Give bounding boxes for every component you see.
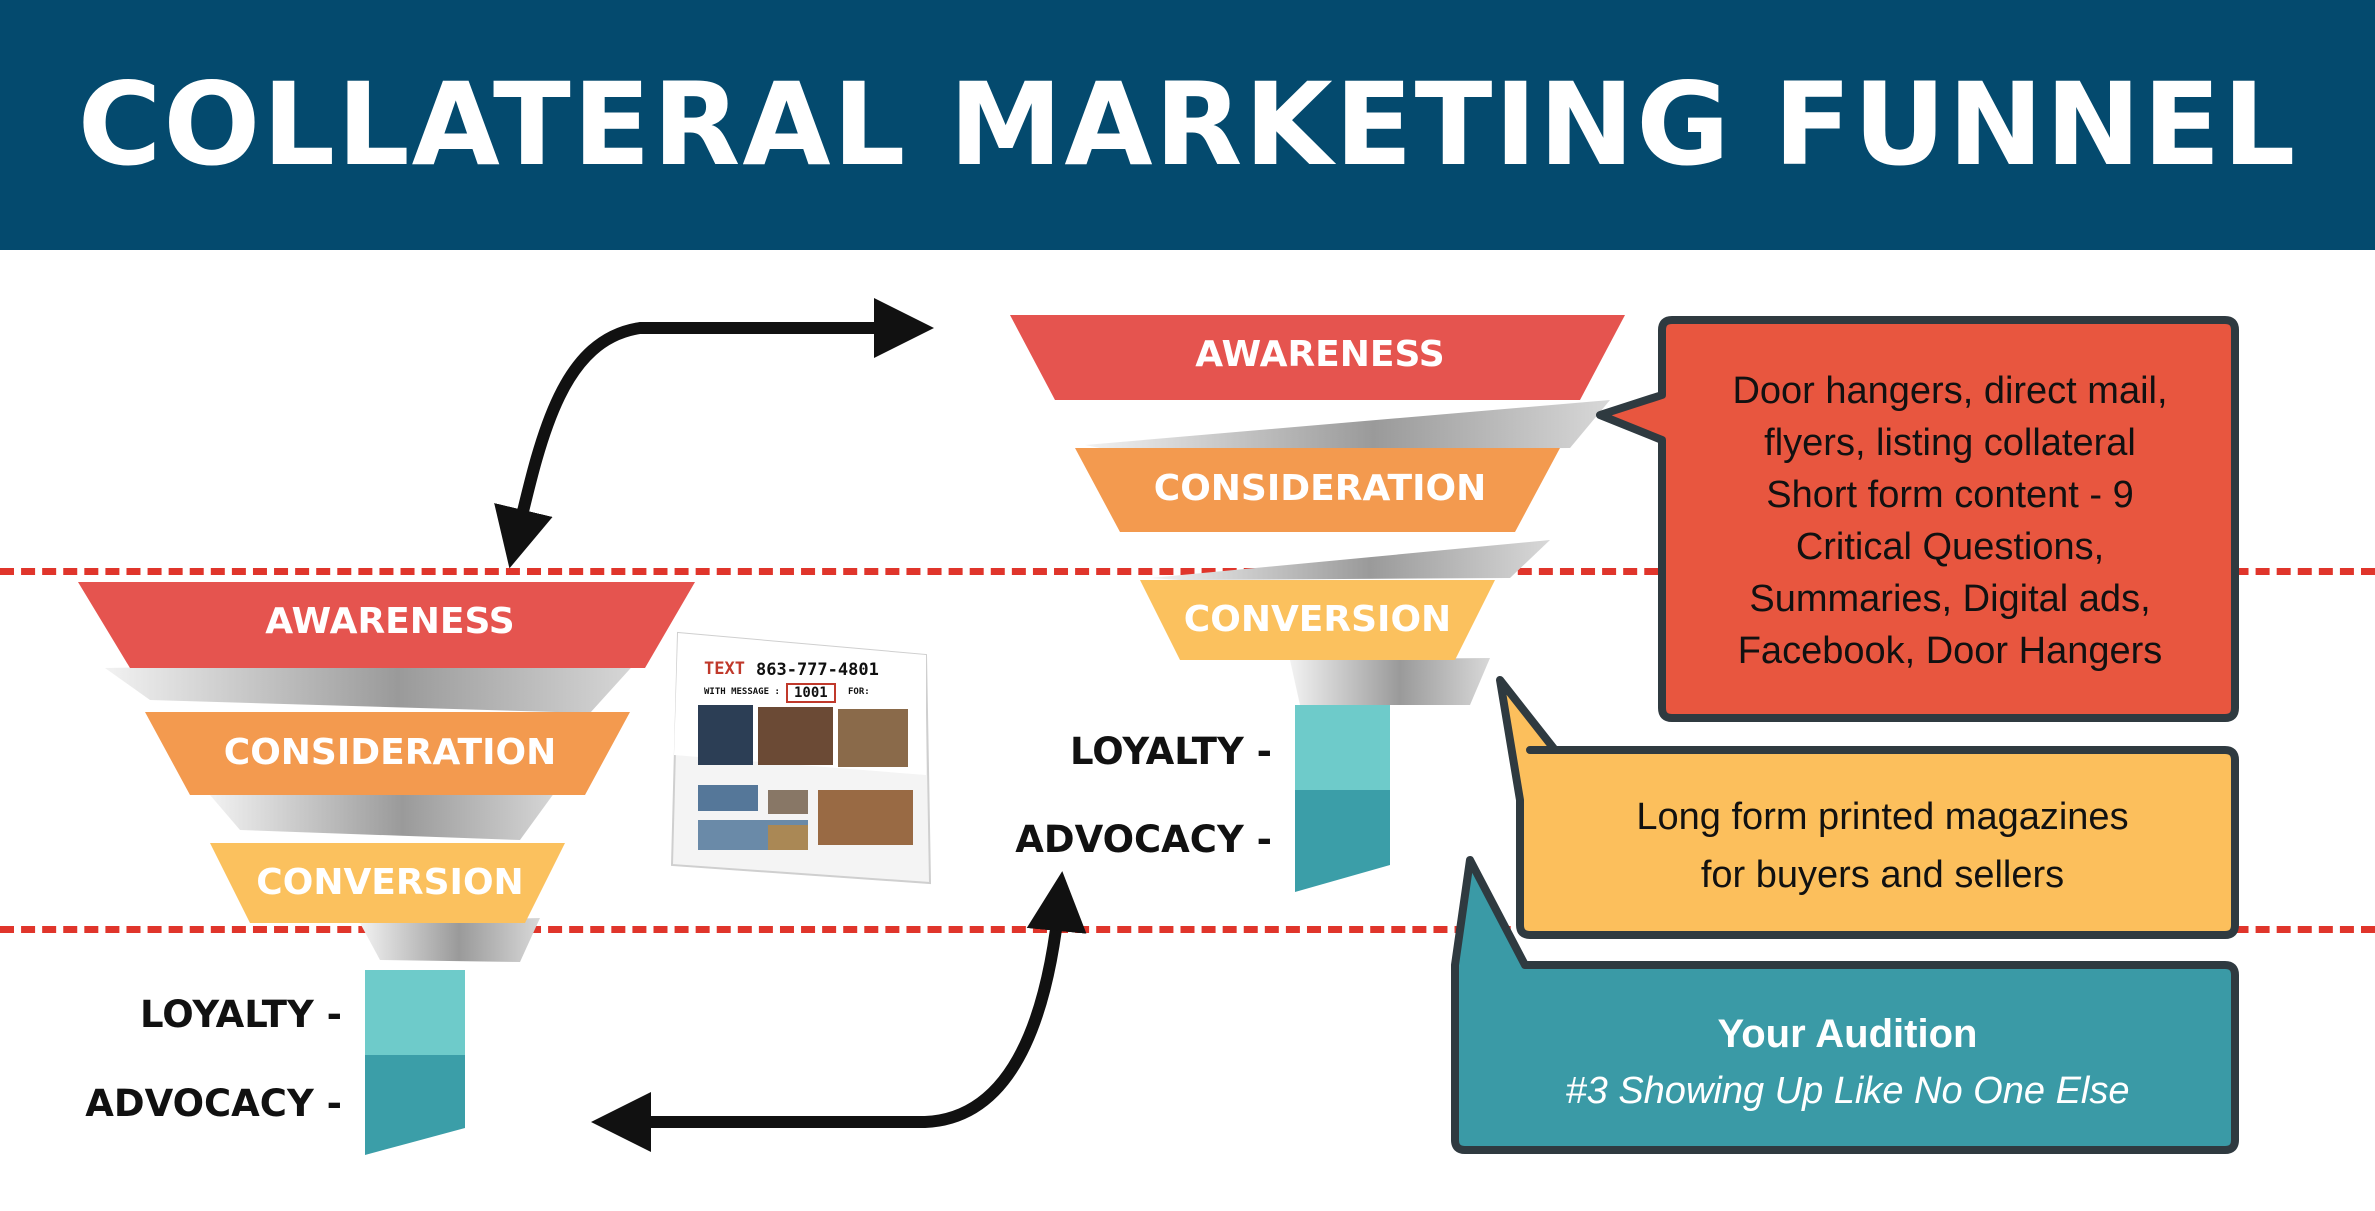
left-funnel-advocacy-block	[365, 1055, 465, 1155]
arrow-top-loop	[494, 298, 934, 569]
callout-consideration-line-1: Long form printed magazines	[1636, 796, 2129, 838]
mailer-phone-number: 863-777-4801	[756, 660, 879, 680]
right-funnel-advocacy-label: ADVOCACY -	[1015, 818, 1272, 861]
mailer-with-message: WITH MESSAGE :	[704, 687, 780, 697]
mailer-text-word: TEXT	[704, 659, 745, 679]
callout-awareness-line-1: Door hangers, direct mail,	[1732, 370, 2168, 412]
mailer-code: 1001	[786, 683, 836, 703]
right-funnel-awareness-band	[1010, 315, 1625, 400]
callout-consideration-line-2: for buyers and sellers	[1700, 854, 2065, 896]
callout-conversion-text: Your Audition #3 Showing Up Like No One …	[1465, 1005, 2230, 1119]
callout-conversion-subtitle: #3 Showing Up Like No One Else	[1565, 1070, 2130, 1112]
left-funnel-consideration-band	[145, 712, 630, 795]
left-funnel-consideration-label: CONSIDERATION	[223, 732, 557, 773]
mailer-postcard-art	[670, 631, 932, 885]
left-funnel-awareness-label: AWARENESS	[265, 601, 515, 642]
callout-awareness-line-4: Critical Questions,	[1795, 526, 2105, 568]
dashed-line-lower	[0, 926, 2375, 933]
mailer-postcard-image: TEXT 863-777-4801 WITH MESSAGE : 1001 FO…	[668, 625, 938, 893]
left-funnel-loyalty-label: LOYALTY -	[139, 993, 342, 1036]
arrow-bottom-loop	[591, 871, 1087, 1152]
mailer-for-label: FOR:	[848, 687, 870, 697]
right-funnel	[1010, 315, 1625, 892]
left-funnel-swoosh-3	[360, 918, 540, 962]
callout-conversion-bubble	[1451, 856, 2239, 1154]
callout-awareness-bubble	[1596, 316, 2239, 722]
right-funnel-consideration-label: CONSIDERATION	[1153, 468, 1487, 509]
callout-awareness-line-2: flyers, listing collateral	[1764, 422, 2136, 464]
left-funnel-swoosh-1	[105, 660, 638, 713]
dashed-line-upper	[0, 568, 2375, 575]
callout-consideration-bubble	[1496, 676, 2239, 939]
left-funnel-conversion-label: CONVERSION	[256, 862, 524, 903]
callout-awareness-text: Door hangers, direct mail, flyers, listi…	[1670, 365, 2230, 677]
left-funnel	[78, 582, 695, 1155]
right-funnel-loyalty-block	[1295, 705, 1390, 790]
right-funnel-swoosh-3	[1290, 658, 1490, 705]
right-funnel-swoosh-1	[1085, 400, 1610, 452]
right-funnel-conversion-label: CONVERSION	[1183, 599, 1452, 640]
header-banner: COLLATERAL MARKETING FUNNEL	[0, 0, 2375, 250]
callout-awareness-line-6: Facebook, Door Hangers	[1737, 630, 2163, 672]
left-funnel-loyalty-block	[365, 970, 465, 1055]
callout-conversion-title: Your Audition	[1717, 1012, 1978, 1056]
right-funnel-consideration-band	[1075, 448, 1560, 532]
callout-consideration-text: Long form printed magazines for buyers a…	[1535, 788, 2230, 904]
left-funnel-advocacy-label: ADVOCACY -	[85, 1082, 342, 1125]
right-funnel-conversion-band	[1140, 580, 1495, 660]
page-title: COLLATERAL MARKETING FUNNEL	[77, 58, 2298, 191]
right-funnel-advocacy-block	[1295, 790, 1390, 892]
right-funnel-loyalty-label: LOYALTY -	[1069, 730, 1272, 773]
callout-awareness-line-5: Summaries, Digital ads,	[1749, 578, 2151, 620]
right-funnel-awareness-label: AWARENESS	[1195, 334, 1445, 375]
left-funnel-awareness-band	[78, 582, 695, 668]
left-funnel-swoosh-2	[210, 785, 560, 840]
callout-awareness-line-3: Short form content - 9	[1766, 474, 2134, 516]
right-funnel-swoosh-2	[1150, 540, 1550, 580]
left-funnel-conversion-band	[210, 843, 565, 923]
